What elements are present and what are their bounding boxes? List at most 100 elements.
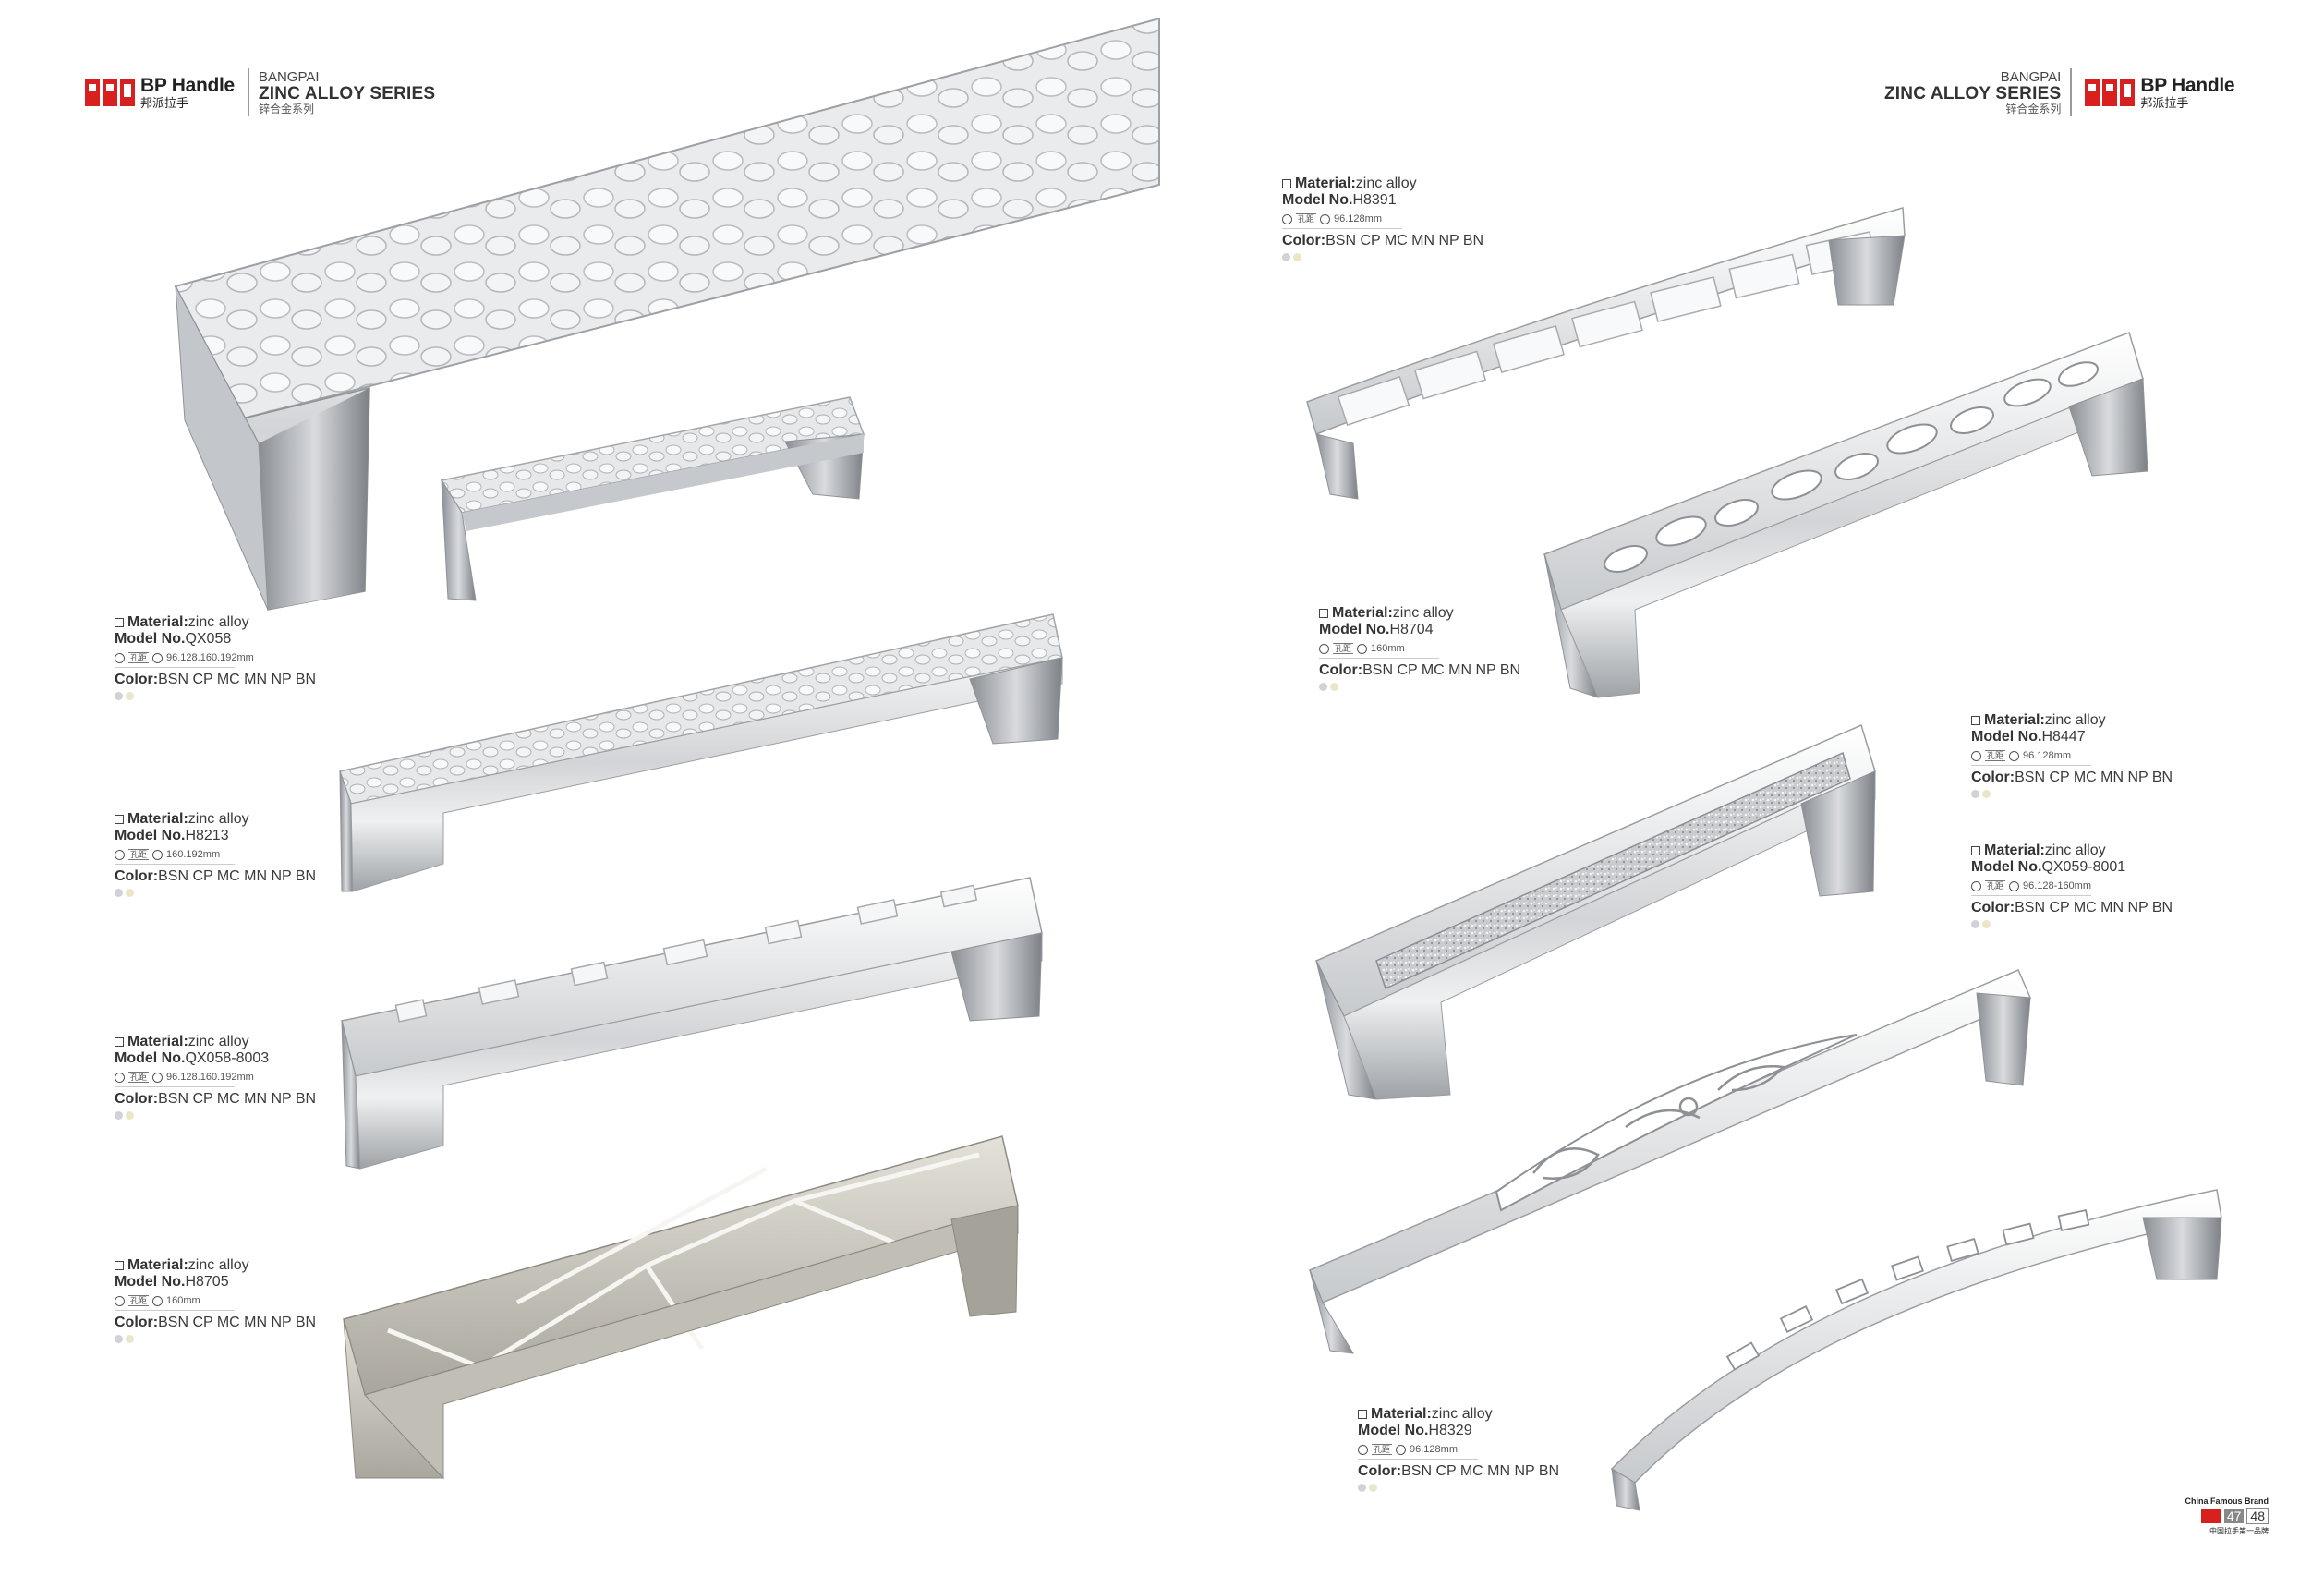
- series-top: BANGPAI: [258, 68, 320, 85]
- size-value: 96.128.160.192mm: [166, 651, 254, 663]
- size-value: 96.128mm: [2023, 749, 2071, 761]
- handle-h8704-image: [1543, 332, 2148, 698]
- hole-label: 孔距: [128, 1071, 150, 1084]
- series-top: BANGPAI: [2000, 68, 2062, 85]
- size-value: 160.192mm: [166, 848, 221, 860]
- divider: [115, 1310, 235, 1312]
- hole-icon: [1357, 643, 1368, 654]
- hole-icon: [1971, 750, 1981, 761]
- divider: [115, 864, 235, 866]
- material-value: zinc alloy: [188, 811, 249, 827]
- material-label: Material:: [1371, 1406, 1432, 1422]
- divider: [1282, 228, 1402, 230]
- spec-qx058: Material:zinc alloy Model No.QX058 孔距 96.…: [115, 614, 316, 700]
- divider: [1971, 765, 2091, 767]
- material-icon: [115, 815, 124, 824]
- brand-name-cn: 邦派拉手: [140, 96, 189, 111]
- color-value: BSN CP MC MN NP BN: [158, 868, 317, 885]
- model-label: Model No.: [115, 631, 186, 648]
- material-value: zinc alloy: [2044, 842, 2106, 858]
- material-value: zinc alloy: [188, 614, 249, 630]
- model-value: QX058-8003: [185, 1050, 270, 1067]
- hole-label: 孔距: [128, 1294, 150, 1307]
- hole-icon: [152, 652, 163, 663]
- material-value: zinc alloy: [1355, 176, 1417, 191]
- material-icon: [1971, 716, 1980, 725]
- hole-icon: [1282, 213, 1292, 224]
- handle-h8447-image: [1314, 723, 1876, 1100]
- model-value: QX059-8001: [2041, 859, 2126, 876]
- color-value: BSN CP MC MN NP BN: [1401, 1463, 1560, 1480]
- bp-logo-icon: [85, 75, 135, 110]
- material-value: zinc alloy: [2044, 712, 2106, 728]
- hole-label: 孔距: [1372, 1443, 1393, 1456]
- hole-icon: [115, 849, 125, 860]
- material-icon: [1282, 179, 1291, 188]
- hole-icon: [152, 1072, 163, 1083]
- color-value: BSN CP MC MN NP BN: [1325, 233, 1484, 249]
- handle-qx058-8003-image: [341, 877, 1043, 1170]
- hole-icon: [115, 652, 125, 663]
- model-value: H8705: [185, 1274, 229, 1291]
- hole-label: 孔距: [128, 651, 150, 664]
- color-swatches: [1358, 1483, 1559, 1492]
- page-number-right: 48: [2246, 1508, 2269, 1524]
- material-value: zinc alloy: [188, 1257, 249, 1273]
- model-label: Model No.: [1282, 192, 1353, 209]
- color-value: BSN CP MC MN NP BN: [2015, 770, 2173, 786]
- handle-small-hammered-image: [440, 396, 865, 601]
- material-label: Material:: [127, 614, 188, 630]
- color-swatches: [1971, 789, 2173, 798]
- hole-label: 孔距: [1333, 642, 1354, 655]
- color-swatches: [115, 1334, 316, 1343]
- color-label: Color:: [1971, 770, 2015, 786]
- spec-qx058-8003: Material:zinc alloy Model No.QX058-8003 …: [115, 1034, 316, 1120]
- color-label: Color:: [1358, 1463, 1402, 1480]
- color-value: BSN CP MC MN NP BN: [158, 672, 317, 688]
- page-number-left: 47: [2223, 1509, 2245, 1523]
- size-value: 96.128mm: [1410, 1443, 1458, 1455]
- color-value: BSN CP MC MN NP BN: [2015, 900, 2173, 916]
- color-label: Color:: [1971, 900, 2015, 916]
- color-swatches: [1971, 919, 2173, 928]
- hole-label: 孔距: [128, 848, 150, 861]
- hole-icon: [1396, 1444, 1407, 1455]
- brand-name: BP Handle: [2140, 74, 2235, 96]
- spec-qx059-8001: Material:zinc alloy Model No.QX059-8001 …: [1971, 842, 2173, 928]
- handle-h8213-image: [339, 613, 1063, 892]
- material-label: Material:: [1984, 842, 2045, 858]
- material-label: Material:: [1295, 176, 1356, 191]
- size-value: 160mm: [1371, 642, 1405, 654]
- material-value: zinc alloy: [188, 1034, 249, 1049]
- handle-large-hammered-image: [174, 17, 1160, 611]
- color-label: Color:: [115, 868, 159, 885]
- model-value: H8213: [185, 828, 229, 844]
- color-value: BSN CP MC MN NP BN: [1362, 662, 1521, 679]
- model-label: Model No.: [115, 1050, 186, 1067]
- hole-icon: [115, 1072, 125, 1083]
- color-swatches: [1282, 252, 1483, 261]
- header-divider: [2070, 68, 2073, 116]
- header-divider: [247, 68, 249, 116]
- hole-icon: [1320, 213, 1331, 224]
- hole-icon: [152, 849, 163, 860]
- handle-h8391-image: [1306, 207, 1906, 500]
- model-value: H8447: [2041, 729, 2086, 746]
- hole-icon: [1358, 1444, 1368, 1455]
- hole-icon: [1319, 643, 1329, 654]
- model-value: H8704: [1389, 622, 1434, 638]
- series-title-cn: 锌合金系列: [258, 102, 314, 115]
- color-swatches: [1319, 682, 1520, 691]
- divider: [1358, 1459, 1478, 1461]
- bp-logo-icon: [2085, 75, 2136, 110]
- model-value: QX058: [185, 631, 232, 648]
- footer-logo-icon: [2200, 1509, 2221, 1523]
- material-label: Material:: [127, 811, 188, 827]
- model-label: Model No.: [1971, 729, 2042, 746]
- series-title: ZINC ALLOY SERIES: [258, 83, 436, 103]
- handle-h8329-image: [1610, 1189, 2222, 1511]
